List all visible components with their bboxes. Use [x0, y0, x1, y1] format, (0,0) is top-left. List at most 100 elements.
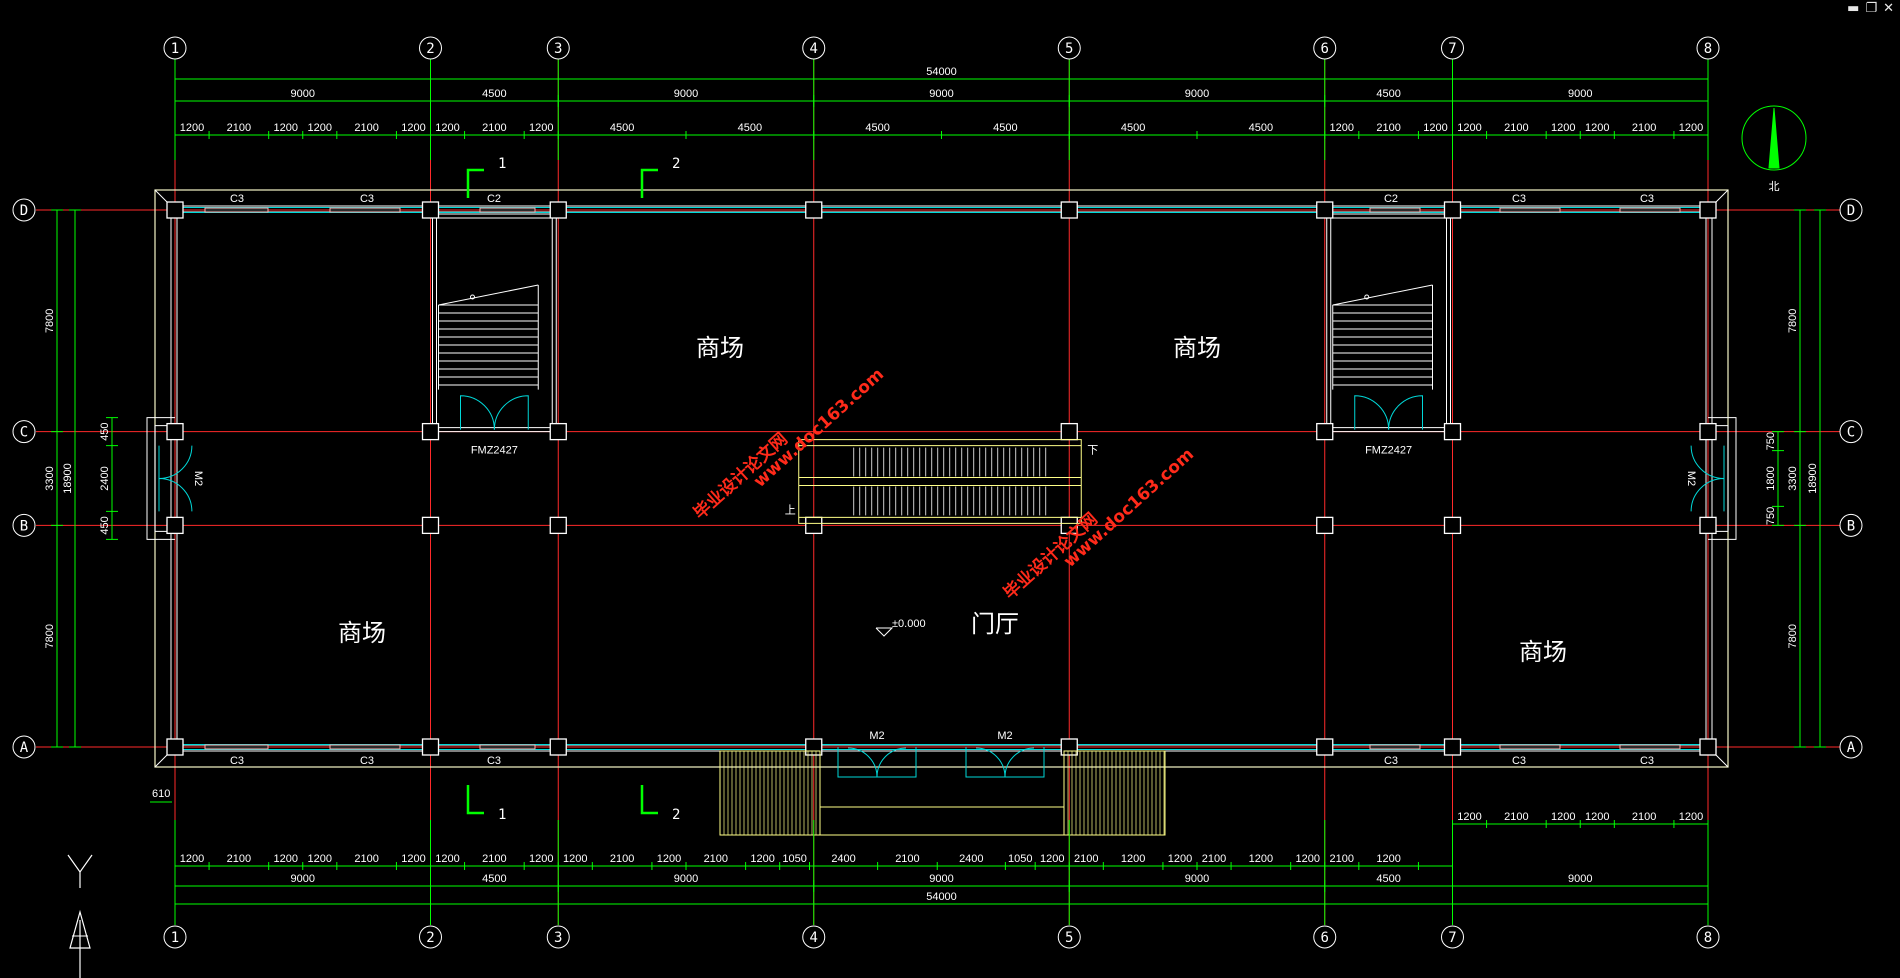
dim-bot-detail-text: 2100 [227, 853, 251, 865]
dim-top-detail-text: 1200 [273, 122, 297, 134]
dim-left-total-text: 18900 [62, 463, 74, 494]
window-frame-top [1619, 207, 1681, 213]
dim-bot-right-text: 2100 [1504, 811, 1528, 823]
door-jamb [965, 747, 976, 778]
dim-top-detail-text: 2100 [354, 122, 378, 134]
main-door-label: M2 [869, 730, 884, 742]
column-8B [1699, 516, 1717, 535]
axis-bubble-8 [1696, 36, 1720, 60]
dim-bot-detail-text: 1200 [273, 853, 297, 865]
main-door-leaf [975, 747, 1006, 778]
section-mark [640, 785, 658, 815]
room-label: 商场 [1519, 638, 1567, 666]
section-mark [466, 785, 484, 815]
door-layer [158, 395, 1725, 778]
axis-label-D: D [1847, 203, 1855, 219]
dim-top-bays-text: 9000 [929, 88, 953, 100]
dim-right-seg-text: 7800 [1787, 624, 1799, 648]
main-door-leaf [1004, 747, 1035, 778]
window-label-top: C3 [1640, 193, 1654, 205]
column-4B [805, 516, 823, 535]
window-frame-bottom [479, 744, 536, 750]
window-label-top: C2 [487, 193, 501, 205]
close-icon[interactable]: ✕ [1883, 1, 1894, 16]
dim-top-detail-text: 1200 [435, 122, 459, 134]
door-jamb [837, 747, 848, 778]
dim-bot-detail-text: 1200 [308, 853, 332, 865]
room-label: 商场 [1173, 334, 1221, 362]
column-8D [1699, 201, 1717, 219]
dim-top-detail-text: 1200 [1679, 122, 1703, 134]
column-7C [1443, 422, 1462, 441]
dim-top-bays-text: 9000 [1185, 88, 1209, 100]
dim-bot-detail-text: 1200 [657, 853, 681, 865]
dim-top-detail-text: 4500 [993, 122, 1017, 134]
axis-label-B: B [20, 518, 28, 534]
dim-bot-bays-text: 9000 [674, 873, 698, 885]
section-mark [466, 168, 484, 198]
dim-bot-detail-text: 1050 [1008, 853, 1032, 865]
watermark-layer: 毕业设计论文网www.doc163.com毕业设计论文网www.doc163.c… [689, 365, 1198, 604]
side-door-label: M2 [1685, 471, 1697, 486]
window-frame-bottom [204, 744, 269, 750]
restore-icon[interactable]: ❐ [1865, 1, 1878, 16]
axis-label-6: 6 [1321, 41, 1329, 57]
dim-left-offset: 610 [152, 788, 170, 800]
axis-bubble-3 [546, 925, 570, 949]
window-label-bottom: C3 [360, 755, 374, 767]
dim-top-detail-text: 4500 [1249, 122, 1273, 134]
column-2C [421, 422, 440, 441]
dim-top-detail-text: 1200 [308, 122, 332, 134]
dim-bot-right-text: 1200 [1551, 811, 1575, 823]
axis-bubble-6 [1313, 36, 1337, 60]
axis-label-2: 2 [426, 930, 434, 946]
window-frame-bottom [1619, 744, 1681, 750]
axis-bubble-D [1839, 198, 1863, 222]
fire-door-leaf [1388, 395, 1423, 430]
section-mark-label: 2 [672, 156, 680, 172]
dim-bot-detail-text: 1200 [750, 853, 774, 865]
axis-label-D: D [20, 203, 28, 219]
escalator-up-label: 上 [785, 503, 796, 516]
dim-top-detail-text: 2100 [1376, 122, 1400, 134]
dim-bot-detail-text: 2100 [610, 853, 634, 865]
section-mark-label: 1 [498, 807, 506, 823]
axis-bubble-A [1839, 735, 1863, 759]
dim-bot-detail-text: 1200 [1040, 853, 1064, 865]
axis-bubble-3 [546, 36, 570, 60]
window-frame-top [204, 207, 269, 213]
dim-bot-right-text: 1200 [1457, 811, 1481, 823]
dim-bot-detail-text: 1050 [782, 853, 806, 865]
stair-core-wall [432, 213, 557, 433]
window-label-bottom: C3 [487, 755, 501, 767]
dim-top-bays-text: 9000 [291, 88, 315, 100]
dim-bot-right-text: 1200 [1585, 811, 1609, 823]
dim-top-detail-text: 2100 [1504, 122, 1528, 134]
dim-right-seg-text: 7800 [1787, 309, 1799, 333]
dim-bot-detail-text: 2400 [831, 853, 855, 865]
window-label-bottom: C3 [230, 755, 244, 767]
dim-top-detail-text: 1200 [180, 122, 204, 134]
dim-top-detail-text: 1200 [1330, 122, 1354, 134]
dim-bot-detail-text: 1200 [1295, 853, 1319, 865]
axis-bubble-4 [802, 925, 826, 949]
axis-label-A: A [20, 740, 29, 756]
axis-label-8: 8 [1704, 41, 1712, 57]
dim-bot-detail-text: 1200 [435, 853, 459, 865]
window-frame-top [329, 207, 401, 213]
window-label-top: C2 [1384, 193, 1398, 205]
column-2A [421, 738, 440, 756]
dim-bot-right-text: 1200 [1679, 811, 1703, 823]
axis-label-5: 5 [1065, 41, 1073, 57]
fire-door-leaf [1354, 395, 1390, 430]
column-1D [166, 201, 184, 219]
dim-left-seg-text: 7800 [44, 309, 56, 333]
dim-right-door-text: 1800 [1765, 466, 1777, 490]
dim-bot-detail-text: 2100 [482, 853, 506, 865]
escalator-outline [798, 439, 1082, 524]
minimize-icon[interactable]: ▬ [1847, 1, 1860, 16]
axis-label-3: 3 [554, 41, 562, 57]
axis-bubble-2 [419, 36, 442, 60]
dim-top-detail-text: 4500 [1121, 122, 1145, 134]
